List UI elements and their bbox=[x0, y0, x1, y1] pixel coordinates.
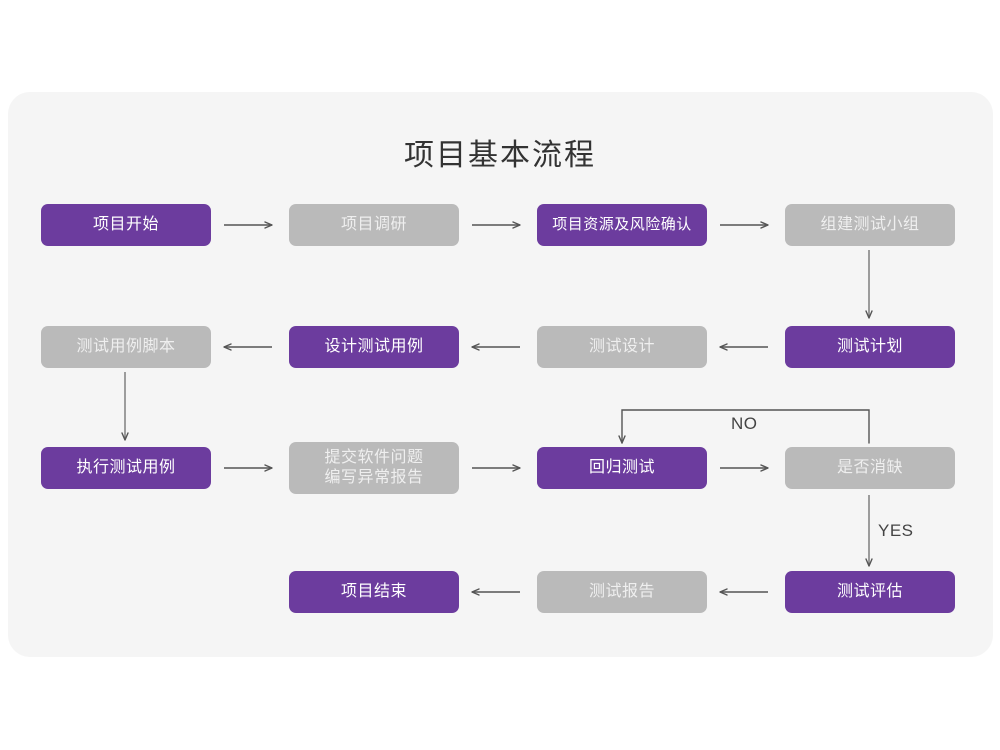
page-title: 项目基本流程 bbox=[404, 139, 596, 172]
node-test-evaluation[interactable]: 测试评估 bbox=[785, 571, 955, 613]
edge-label-yes: YES bbox=[878, 521, 914, 540]
node-project-end[interactable]: 项目结束 bbox=[289, 571, 459, 613]
node-test-case-script[interactable]: 测试用例脚本 bbox=[41, 326, 211, 368]
node-test-plan[interactable]: 测试计划 bbox=[785, 326, 955, 368]
node-resource-risk-confirm[interactable]: 项目资源及风险确认 bbox=[537, 204, 707, 246]
diagram-card bbox=[8, 92, 993, 657]
node-defect-cleared[interactable]: 是否消缺 bbox=[785, 447, 955, 489]
node-test-report[interactable]: 测试报告 bbox=[537, 571, 707, 613]
node-project-research[interactable]: 项目调研 bbox=[289, 204, 459, 246]
node-design-test-case[interactable]: 设计测试用例 bbox=[289, 326, 459, 368]
node-submit-defect-report[interactable]: 提交软件问题 编写异常报告 bbox=[289, 442, 459, 494]
node-project-start[interactable]: 项目开始 bbox=[41, 204, 211, 246]
node-execute-test-case[interactable]: 执行测试用例 bbox=[41, 447, 211, 489]
node-form-test-team[interactable]: 组建测试小组 bbox=[785, 204, 955, 246]
node-test-design[interactable]: 测试设计 bbox=[537, 326, 707, 368]
edge-label-no: NO bbox=[731, 414, 758, 433]
node-regression-test[interactable]: 回归测试 bbox=[537, 447, 707, 489]
